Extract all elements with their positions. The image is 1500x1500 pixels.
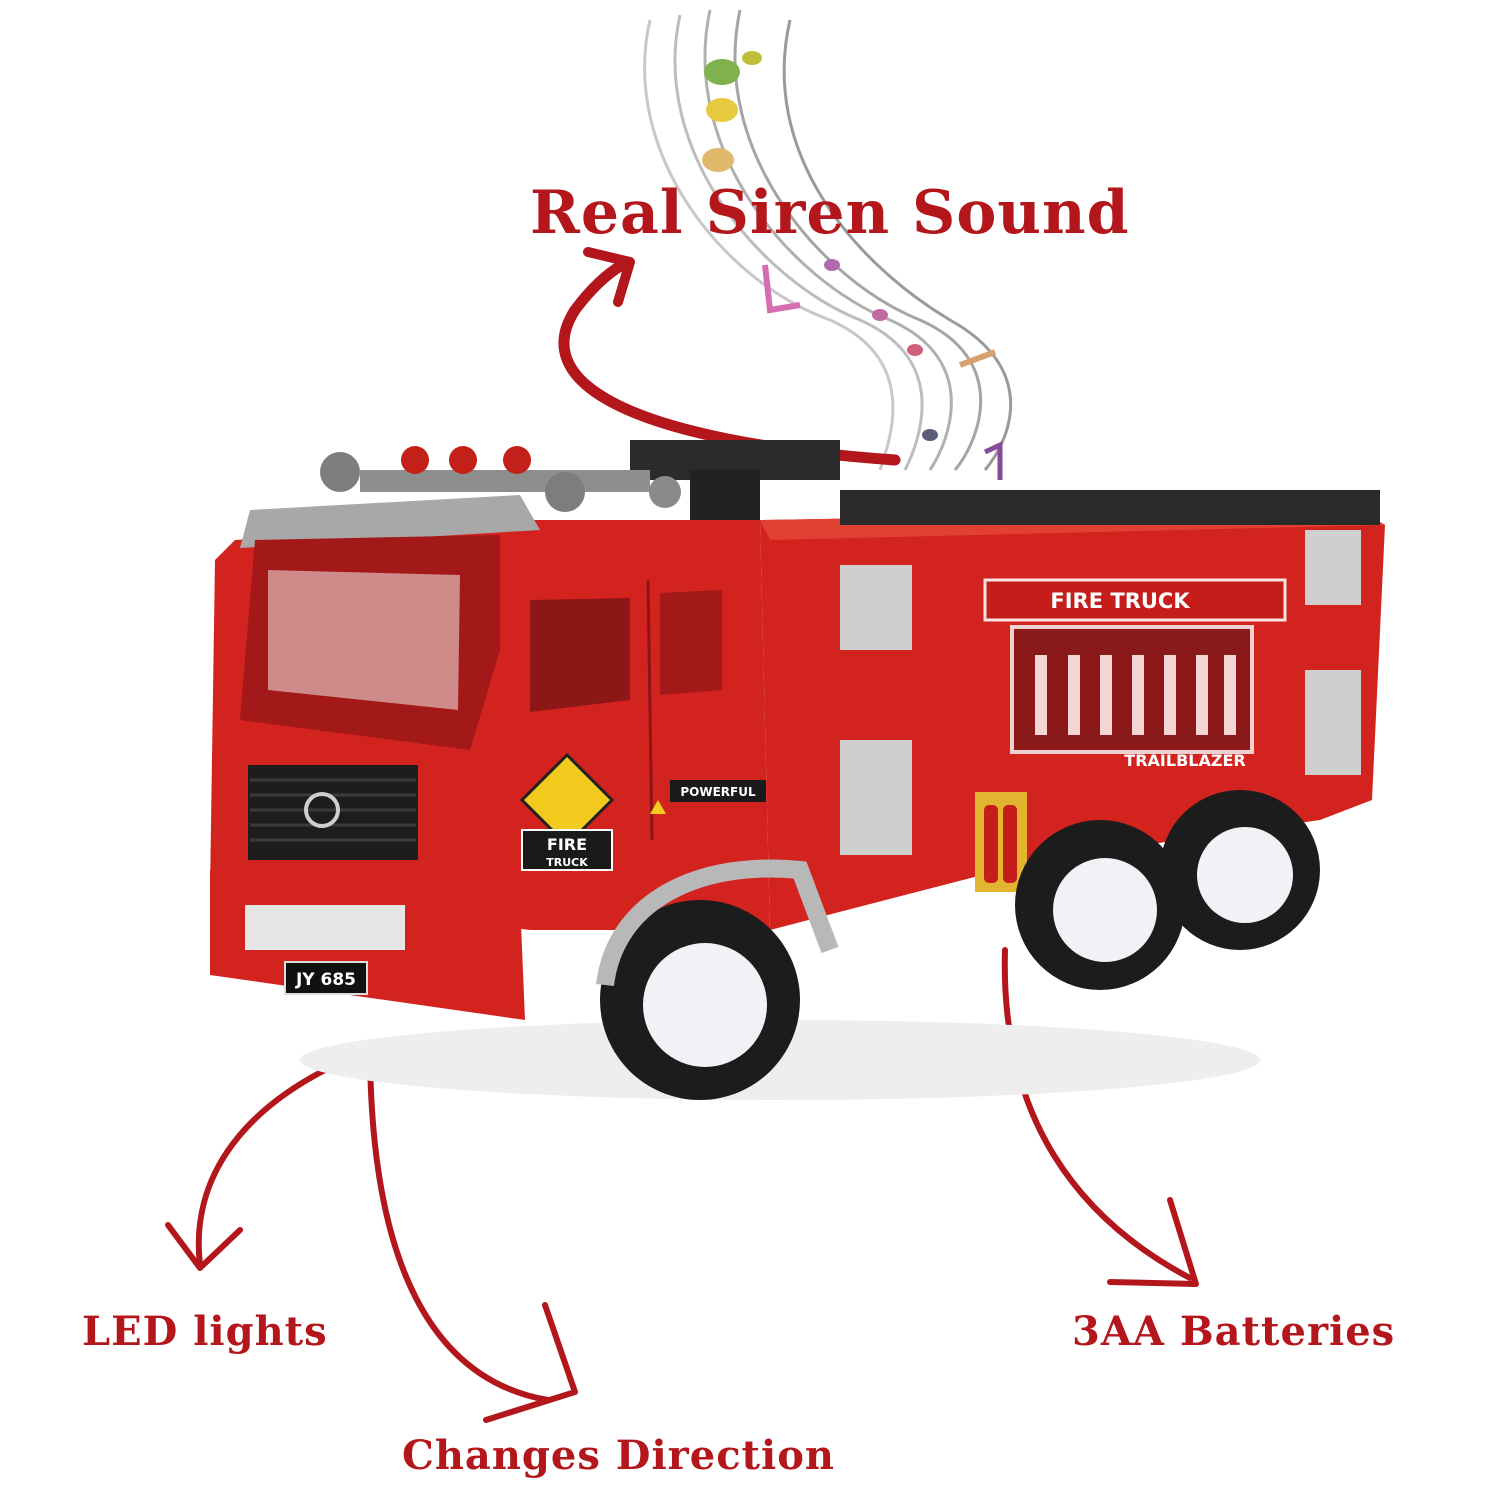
changes-direction-label: Changes Direction [402,1432,835,1479]
truck-wheels [600,790,1320,1100]
side-vents [840,530,1361,855]
brand-label: TRAILBLAZER [1124,751,1245,770]
side-panel-label: FIRE TRUCK [1050,589,1190,613]
led-arrow [165,1047,373,1271]
direction-arrow [367,1042,578,1423]
warning-sign-bottom-text: TRUCK [546,856,588,869]
warning-sign-top-text: FIRE [547,835,587,854]
batteries-label: 3AA Batteries [1072,1308,1396,1355]
roof-siren-lights [320,446,681,512]
license-plate: JY 685 [295,970,356,990]
fire-truck-toy: FIRE TRUCK TRAILBLAZER FIRE TRUCK POWERF… [210,440,1385,1100]
led-lights-label: LED lights [82,1308,328,1355]
battery-arrow [1001,947,1199,1287]
real-siren-sound-label: Real Siren Sound [530,178,1130,248]
siren-arrow [558,247,901,466]
door-label: POWERFUL [680,785,756,799]
music-notes-decoration [643,9,1013,480]
